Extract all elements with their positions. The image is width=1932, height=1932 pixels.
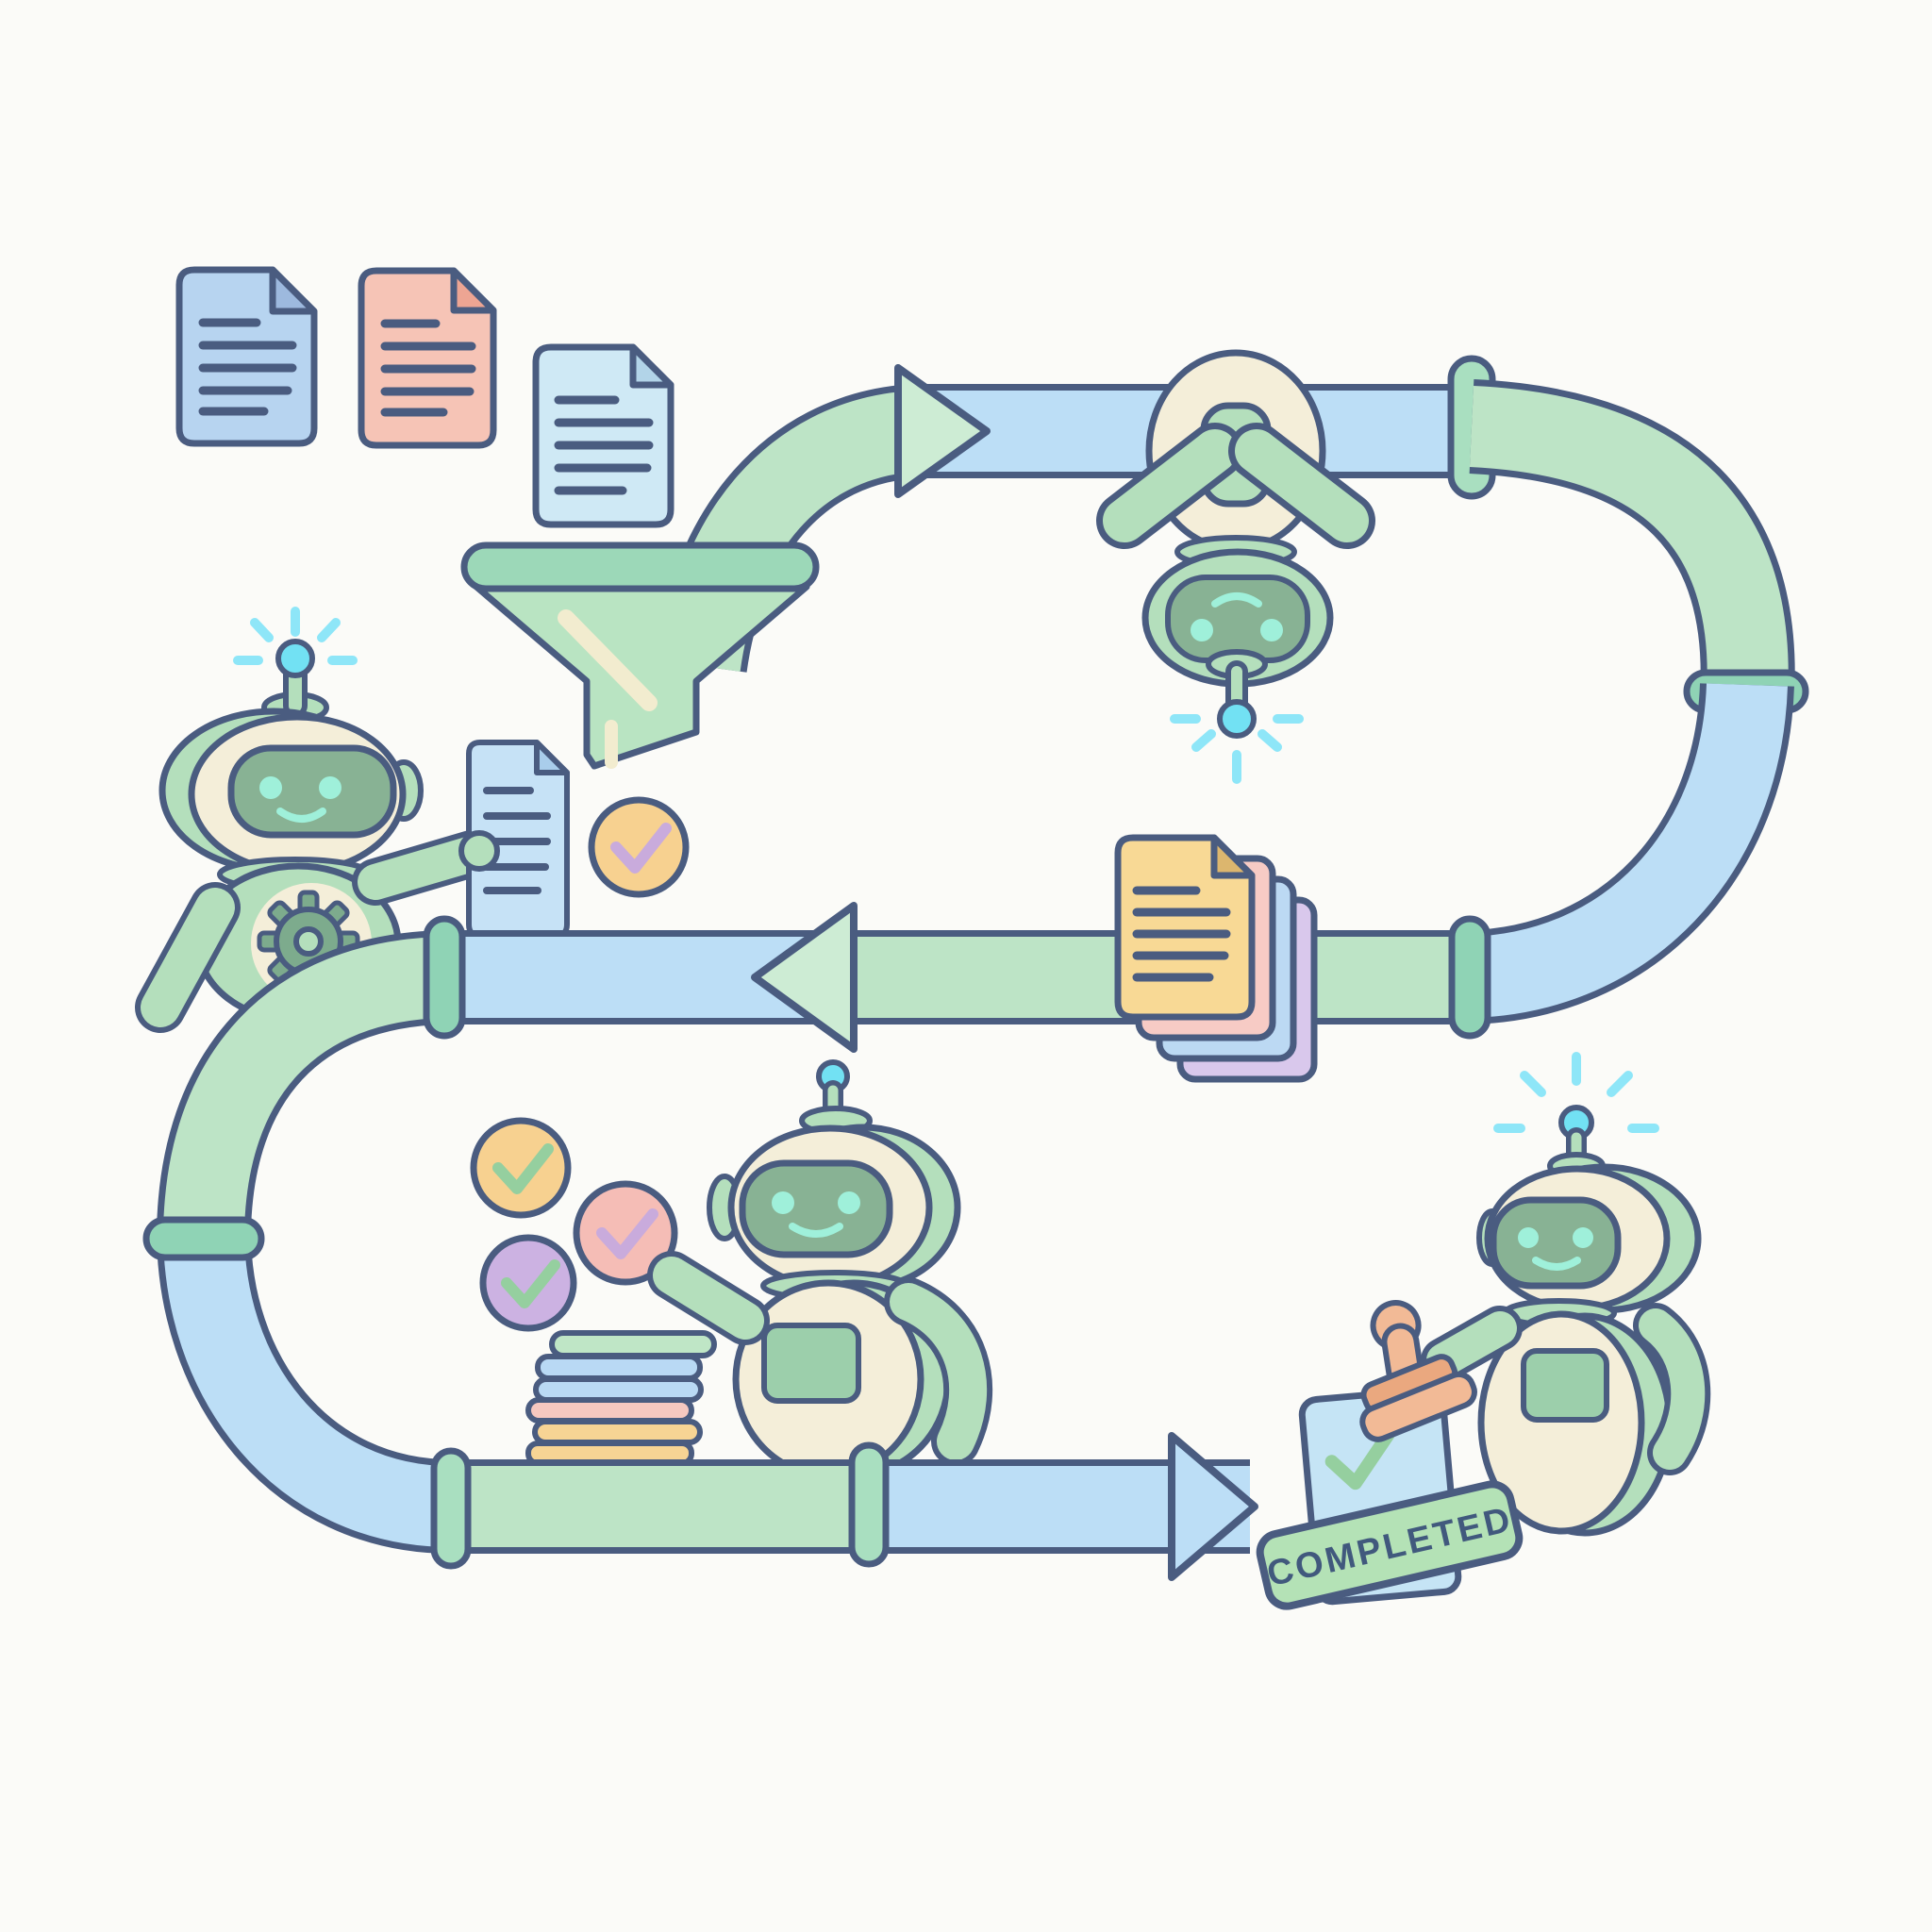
salmon-document-icon xyxy=(358,267,497,449)
pipe-right-blue xyxy=(1466,682,1794,1024)
yellow-check-token xyxy=(470,1117,572,1219)
smile xyxy=(276,808,326,823)
input-documents xyxy=(175,266,675,528)
antenna-bulb-icon xyxy=(275,639,315,678)
eye-left xyxy=(1191,619,1213,641)
disc xyxy=(532,1419,703,1445)
check-icon xyxy=(492,1143,554,1194)
stamping-robot xyxy=(1421,1052,1711,1537)
eye-right xyxy=(1573,1227,1593,1248)
pipe-coupling xyxy=(423,915,466,1040)
pipe-coupling xyxy=(1448,915,1491,1040)
visor xyxy=(739,1159,893,1258)
funnel-icon xyxy=(460,541,820,770)
arrow-left-icon xyxy=(751,902,858,1053)
pipe-left-curve-green xyxy=(157,930,446,1236)
pipe-coupling xyxy=(430,1447,472,1570)
check-icon xyxy=(610,823,672,874)
purple-check-token xyxy=(479,1234,577,1332)
disc xyxy=(535,1354,703,1381)
smile xyxy=(1211,592,1262,608)
chest-panel xyxy=(1521,1348,1609,1423)
chest-panel xyxy=(761,1323,861,1404)
eye-left xyxy=(259,776,282,799)
document-text-lines xyxy=(554,395,654,495)
review-robot xyxy=(1096,349,1375,784)
document-text-lines xyxy=(380,319,476,417)
intake-robot xyxy=(135,607,570,1033)
eye-right xyxy=(319,776,341,799)
pipe-bottomleft-blue xyxy=(156,1225,453,1554)
visor xyxy=(1165,575,1310,663)
disc xyxy=(525,1397,694,1424)
eye-left xyxy=(772,1191,794,1214)
arrow-right-icon xyxy=(894,364,991,498)
validation-robot xyxy=(647,1059,993,1479)
disc xyxy=(549,1330,717,1358)
stamp-base xyxy=(1359,1371,1477,1442)
check-icon xyxy=(1324,1427,1395,1491)
document-text-lines xyxy=(198,318,297,416)
pipe-coupling xyxy=(142,1216,265,1261)
antenna-rays-icon xyxy=(233,607,358,665)
antenna-bulb-icon xyxy=(1217,699,1257,739)
visor xyxy=(1490,1196,1622,1290)
rubber-stamp-icon xyxy=(1359,1300,1477,1442)
eye-right xyxy=(1260,619,1283,641)
hand xyxy=(458,830,500,872)
blue-document-icon xyxy=(175,266,318,447)
cyan-document-icon xyxy=(532,343,675,528)
visor xyxy=(227,744,397,839)
check-icon xyxy=(596,1208,658,1259)
pink-check-token xyxy=(573,1180,678,1286)
eye-right xyxy=(838,1191,860,1214)
antenna-rays-icon xyxy=(1493,1052,1659,1133)
pipe-topright-green xyxy=(1469,379,1795,701)
approved-check-token xyxy=(588,796,690,898)
disc-stack xyxy=(525,1330,717,1466)
check-icon xyxy=(501,1259,560,1308)
check-tokens xyxy=(470,1117,678,1332)
smile xyxy=(789,1223,843,1238)
arrow-right-icon xyxy=(1168,1432,1258,1581)
antenna-rays-icon xyxy=(1170,714,1304,784)
document-stack xyxy=(1114,834,1318,1083)
yellow-document xyxy=(1114,834,1256,1021)
smile xyxy=(1532,1257,1581,1271)
disc xyxy=(533,1376,704,1403)
pipe-coupling xyxy=(848,1441,890,1568)
eye-left xyxy=(1518,1227,1539,1248)
